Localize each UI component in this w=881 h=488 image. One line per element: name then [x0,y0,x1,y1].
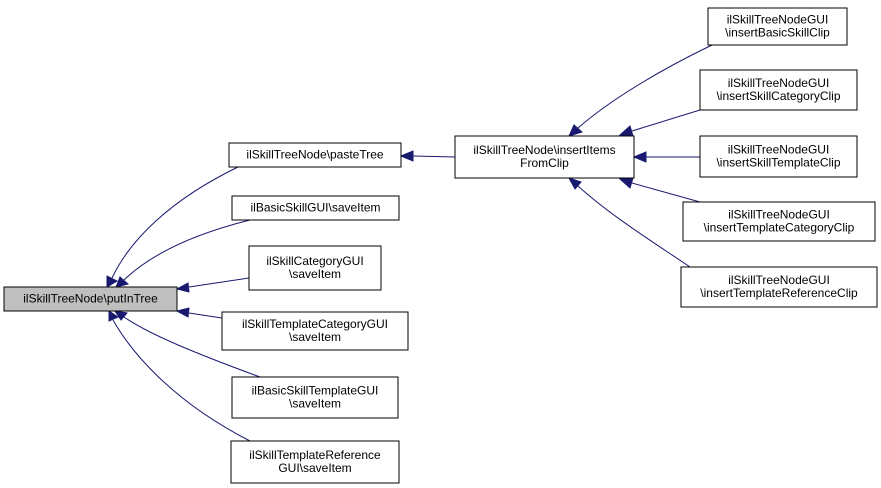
node-label-line: \insertTemplateCategoryClip [704,221,855,235]
edge-arrowhead [106,275,119,288]
node-label-line: GUI\saveItem [278,461,351,475]
edge-arrowhead [175,282,190,293]
node-label-line: ilBasicSkillTemplateGUI [252,384,379,398]
edge-categorySave-to-putInTree [175,277,250,293]
node-box [231,376,399,419]
nodes-layer: ilSkillTreeNode\putInTree ilSkillTreeNode… [3,7,878,484]
node-label-line: ilSkillTreeNodeGUI [728,273,830,287]
node-label-line: ilSkillTemplateReference [249,448,381,462]
edge-basicSkillSave-to-putInTree [115,219,251,288]
node-label-line: ilSkillTreeNodeGUI [728,143,830,157]
edge-line [188,277,250,288]
node-insertTemplateReferenceClip[interactable]: ilSkillTreeNodeGUI\insertTemplateReferen… [680,266,878,308]
node-label-line: ilSkillTreeNode\putInTree [23,292,158,306]
node-label-line: \insertTemplateReferenceClip [700,286,858,300]
edge-insertBasicSkillClip-to-insertItemsFromClip [568,44,713,137]
node-label-line: \insertSkillCategoryClip [716,89,840,103]
edge-insertTemplateReferenceClip-to-insertItemsFromClip [567,177,691,268]
node-box [699,135,858,178]
node-insertSkillCategoryClip[interactable]: ilSkillTreeNodeGUI\insertSkillCategoryCl… [699,69,858,111]
node-basicSkillTemplateSave[interactable]: ilBasicSkillTemplateGUI\saveItem [231,376,399,419]
node-label-line: FromClip [520,156,569,170]
node-box [454,135,635,179]
edge-insertSkillTemplateClip-to-insertItemsFromClip [632,151,700,163]
edge-insertItemsFromClip-to-pasteTree [399,150,456,162]
node-box [221,311,409,351]
edge-arrowhead [632,151,647,163]
node-box [699,69,858,111]
node-box [230,440,400,484]
edge-templateCategorySave-to-putInTree [175,307,223,319]
node-templateCategorySave[interactable]: ilSkillTemplateCategoryGUI\saveItem [221,311,409,351]
node-box [228,142,402,168]
edge-line [123,316,261,378]
edge-arrowhead [175,307,190,318]
node-label-line: ilSkillTreeNodeGUI [728,76,830,90]
node-label-line: ilSkillCategoryGUI [266,254,363,268]
edge-arrowhead [618,177,634,189]
node-box [3,286,178,312]
node-insertTemplateCategoryClip[interactable]: ilSkillTreeNodeGUI\insertTemplateCategor… [682,201,876,242]
node-label-line: ilSkillTreeNode\insertItems [473,143,615,157]
edges-layer [106,44,713,442]
node-label-line: \saveItem [289,330,341,344]
node-categorySave[interactable]: ilSkillCategoryGUI\saveItem [248,245,382,291]
edge-line [631,109,701,132]
node-insertSkillTemplateClip[interactable]: ilSkillTreeNodeGUI\insertSkillTemplateCl… [699,135,858,178]
node-label-line: ilSkillTreeNodeGUI [727,13,829,27]
edge-line [188,312,223,319]
edge-line [412,155,456,158]
node-label-line: ilBasicSkillGUI\saveItem [250,201,380,215]
node-box [682,201,876,242]
edge-arrowhead [567,177,582,190]
edge-arrowhead [113,310,128,321]
edge-arrowhead [399,150,414,162]
edge-line [112,319,251,442]
node-label-line: \insertBasicSkillClip [725,26,830,40]
node-box [248,245,382,291]
edge-insertTemplateCategoryClip-to-insertItemsFromClip [618,177,701,203]
edge-templateReferenceSave-to-putInTree [108,310,251,442]
edge-pasteTree-to-putInTree [106,166,239,288]
node-label-line: ilSkillTreeNodeGUI [728,208,830,222]
node-label-line: \insertSkillTemplateClip [716,156,840,170]
node-box [707,7,848,46]
node-label-line: ilSkillTreeNode\pasteTree [246,148,383,162]
edge-line [577,44,713,129]
node-box [680,266,878,308]
edge-line [111,166,239,279]
node-label-line: ilSkillTemplateCategoryGUI [242,317,388,331]
node-basicSkillSave[interactable]: ilBasicSkillGUI\saveItem [231,195,400,221]
edge-basicSkillTemplateSave-to-putInTree [113,310,261,378]
edge-line [631,182,701,203]
node-putInTree[interactable]: ilSkillTreeNode\putInTree [3,286,178,312]
node-label-line: \saveItem [289,267,341,281]
edge-arrowhead [568,124,584,137]
node-pasteTree[interactable]: ilSkillTreeNode\pasteTree [228,142,402,168]
edge-insertSkillCategoryClip-to-insertItemsFromClip [618,109,701,137]
node-label-line: \saveItem [289,397,341,411]
edge-line [577,185,691,268]
node-box [231,195,400,221]
edge-arrowhead [108,310,120,322]
edge-arrowhead [618,125,634,137]
edge-line [123,219,251,281]
node-insertBasicSkillClip[interactable]: ilSkillTreeNodeGUI\insertBasicSkillClip [707,7,848,46]
edge-arrowhead [115,276,130,288]
